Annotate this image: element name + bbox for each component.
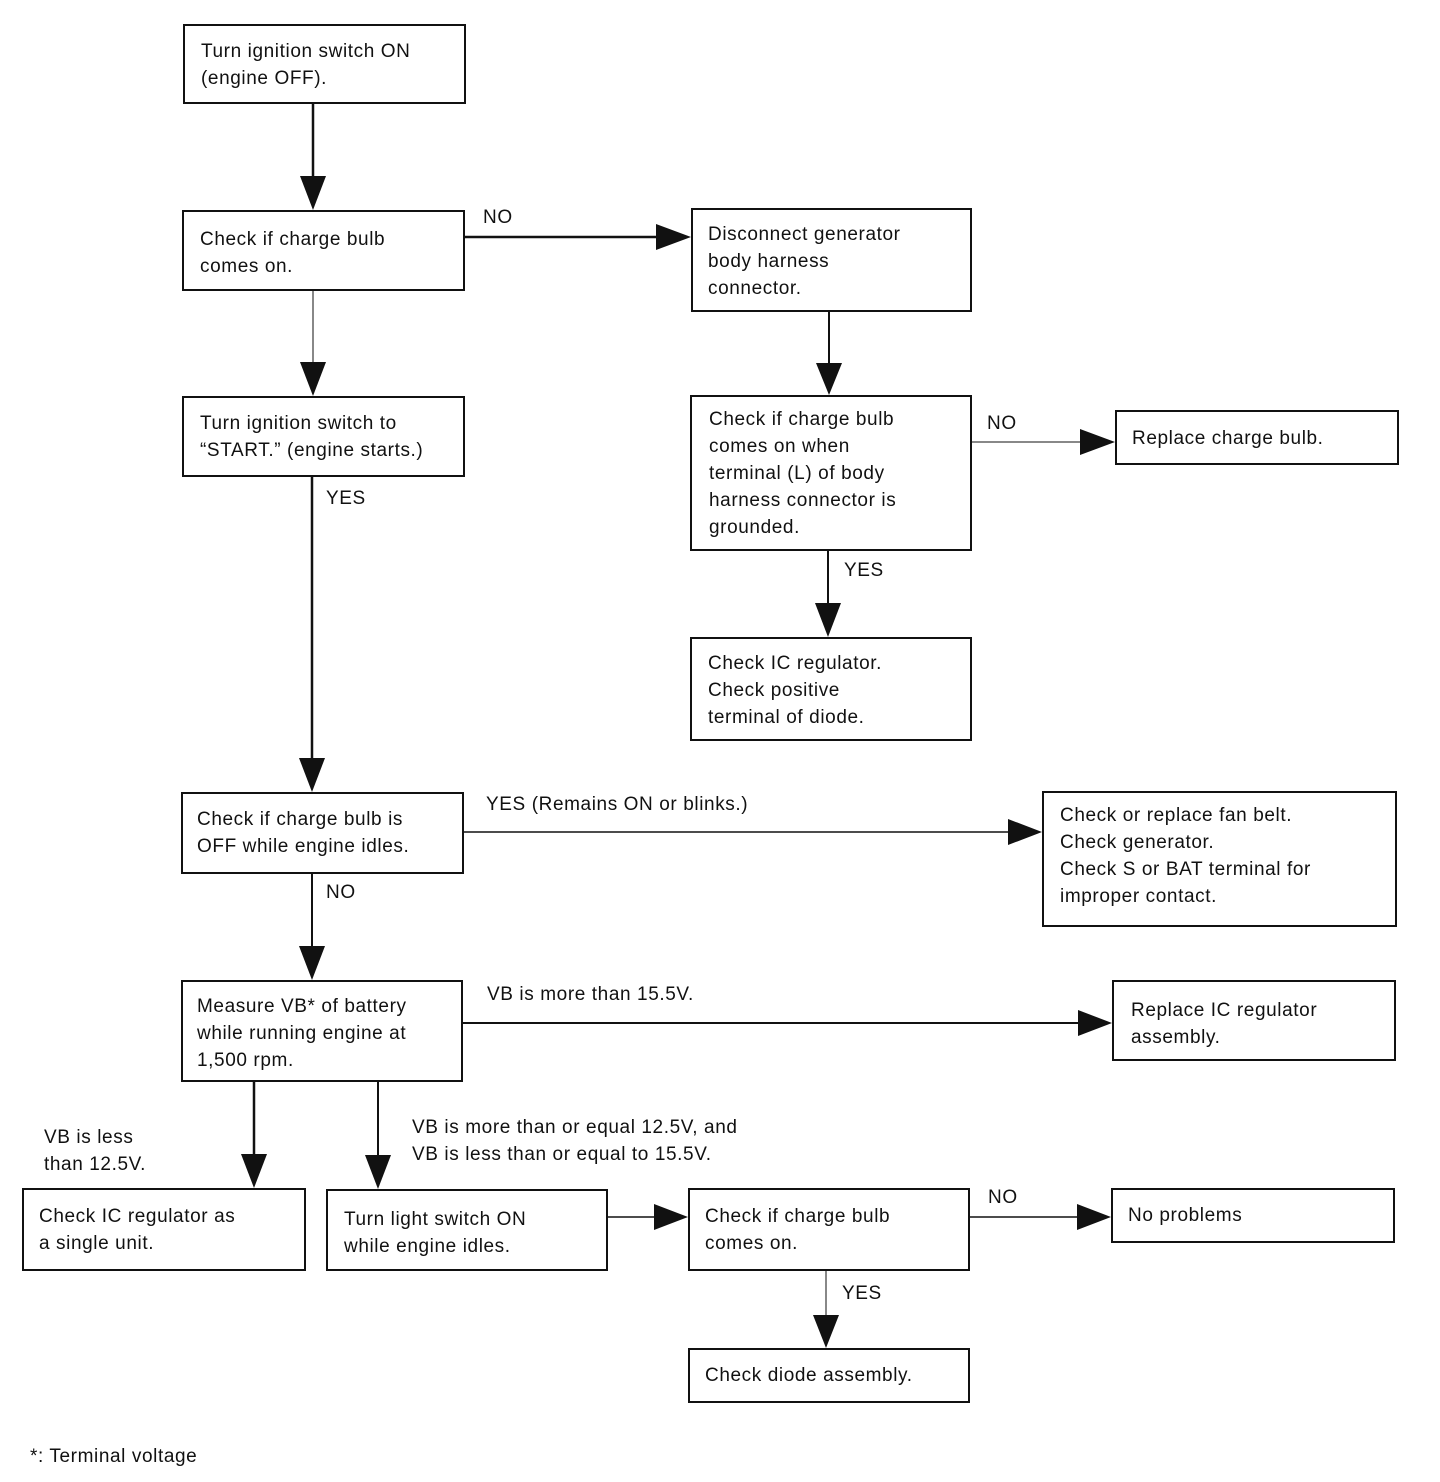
result-check-ic-regulator-diode: Check IC regulator. Check positive termi… [690,637,972,741]
step-measure-vb: Measure VB* of battery while running eng… [181,980,463,1082]
label-yes-grounded: YES [844,560,884,581]
label-vb-over-15-5: VB is more than 15.5V. [487,984,694,1005]
label-vb-between: VB is more than or equal 12.5V, and VB i… [412,1117,738,1165]
arrowhead-down-b7 [816,363,842,395]
footnote-terminal-voltage: *: Terminal voltage [30,1446,198,1467]
step-ignition-start: Turn ignition switch to “START.” (engine… [182,396,465,477]
arrowhead-down-b16 [813,1315,839,1348]
check-bulb-terminal-grounded: Check if charge bulb comes on when termi… [690,395,972,551]
check-charge-bulb-on: Check if charge bulb comes on. [182,210,465,291]
step-disconnect-connector: Disconnect generator body harness connec… [691,208,972,312]
arrowhead-right-b14 [654,1204,688,1230]
arrowhead-right-b11 [1078,1010,1112,1036]
result-replace-charge-bulb: Replace charge bulb. [1115,410,1399,465]
label-no-light-check: NO [988,1187,1018,1208]
result-check-ic-regulator-unit: Check IC regulator as a single unit. [22,1188,306,1271]
label-no-bulb-on: NO [483,207,513,228]
arrowhead-down-b3 [300,362,326,396]
arrowhead-right-b8 [1080,429,1115,455]
result-check-fan-belt-generator: Check or replace fan belt. Check generat… [1042,791,1397,927]
check-bulb-off-idle: Check if charge bulb is OFF while engine… [181,792,464,874]
step-ignition-on: Turn ignition switch ON (engine OFF). [183,24,466,104]
check-charge-bulb-on-light: Check if charge bulb comes on. [688,1188,970,1271]
result-no-problems: No problems [1111,1188,1395,1243]
label-yes-light-check: YES [842,1283,882,1304]
arrowhead-down-b9 [815,603,841,637]
label-yes-remains-on: YES (Remains ON or blinks.) [486,794,749,815]
label-yes-bulb-on: YES [326,488,366,509]
arrowhead-down-b13 [365,1155,391,1189]
label-vb-under-12-5: VB is less than 12.5V. [44,1127,147,1175]
result-check-diode-assembly: Check diode assembly. [688,1348,970,1403]
arrowhead-down-b12 [241,1154,267,1188]
label-no-grounded: NO [987,413,1017,434]
result-replace-ic-regulator: Replace IC regulator assembly. [1112,980,1396,1061]
arrowhead-right-b10 [1008,819,1042,845]
label-no-bulb-off: NO [326,882,356,903]
arrowhead-down-b5 [299,946,325,980]
arrowhead-down-b2 [300,176,326,210]
arrowhead-right-b6 [656,224,691,250]
arrowhead-right-b15 [1077,1204,1111,1230]
step-light-switch-on: Turn light switch ON while engine idles. [326,1189,608,1271]
arrowhead-down-b4 [299,758,325,792]
